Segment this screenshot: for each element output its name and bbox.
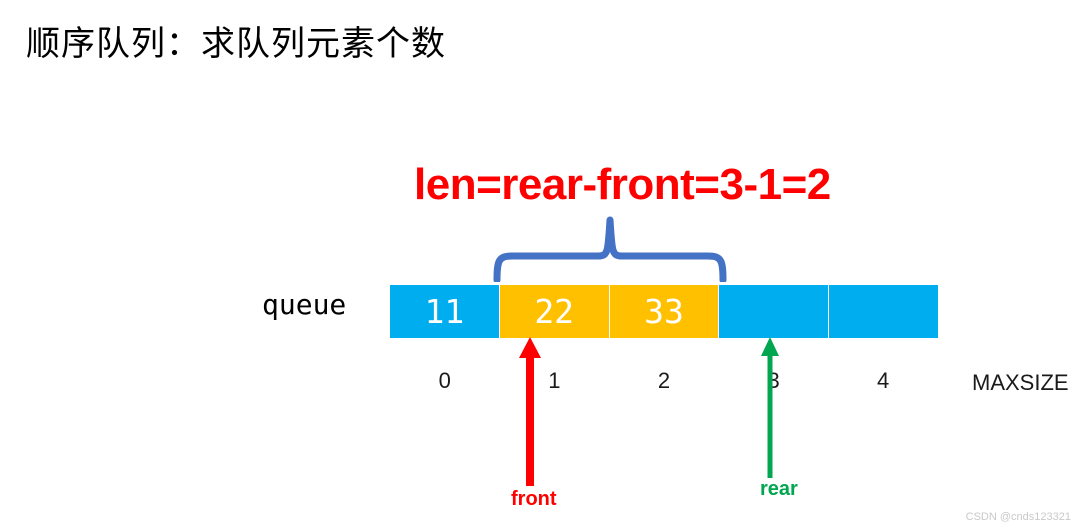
watermark: CSDN @cnds123321 [965,511,1071,523]
rear-pointer-arrow-icon [761,337,779,478]
array-name-label: queue [262,288,347,321]
array-cell-1[interactable]: 22 [499,285,610,338]
front-pointer-arrow-icon [519,337,541,486]
index-label-1: 1 [548,368,561,393]
index-label-4: 4 [877,368,890,393]
front-pointer-label: front [511,488,557,510]
array-cell-2[interactable]: 33 [609,285,720,338]
range-brace-icon [493,216,727,282]
queue-array: 11 22 33 [390,285,938,338]
index-label-2: 2 [657,368,671,393]
page-title: 顺序队列：求队列元素个数 [26,24,446,64]
maxsize-label: MAXSIZE [972,370,1069,395]
index-row: 0 1 2 3 4 [390,368,938,398]
array-cell-3[interactable] [719,285,830,338]
array-cell-0[interactable]: 11 [390,285,500,338]
rear-pointer-label: rear [760,478,798,500]
index-label-0: 0 [438,368,451,393]
array-cell-4[interactable] [829,285,938,338]
length-formula: len=rear-front=3-1=2 [414,160,831,209]
